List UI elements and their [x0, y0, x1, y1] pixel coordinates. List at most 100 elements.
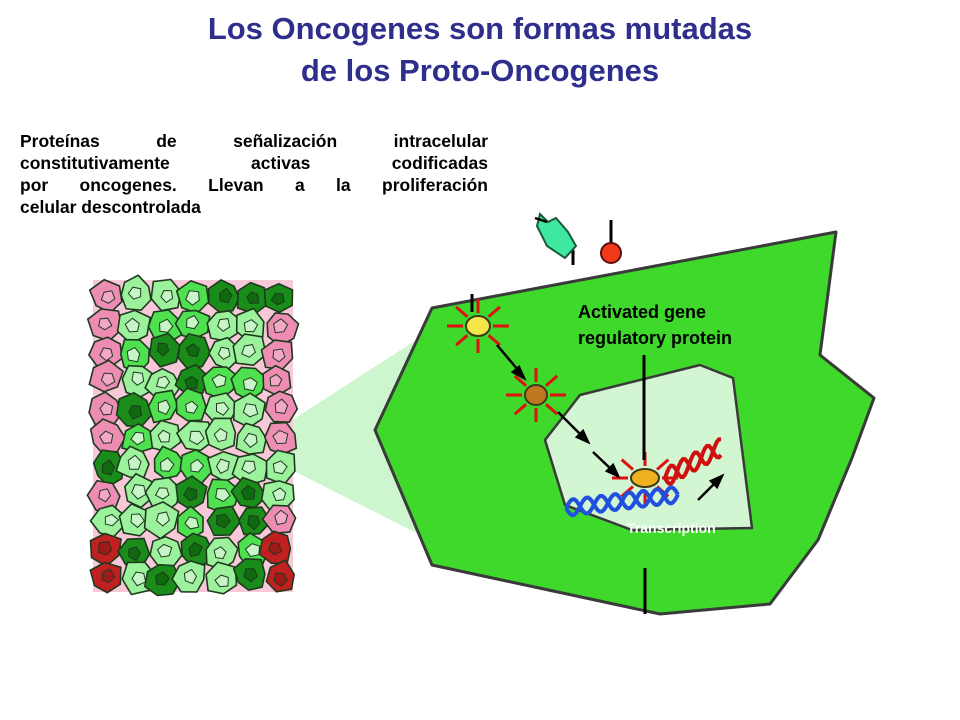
tissue-cell-nucleus — [124, 317, 140, 333]
tissue-cell-nucleus — [154, 487, 170, 500]
tissue-cell-nucleus — [189, 430, 205, 446]
signaling-protein-yellow — [447, 299, 509, 353]
tissue-cell-nucleus — [241, 344, 257, 358]
tissue-cell-nucleus — [130, 431, 145, 446]
arrowhead-4 — [708, 473, 725, 490]
protein-body — [630, 468, 660, 488]
tissue-cell-nucleus — [100, 290, 116, 304]
tissue-cell-nucleus — [185, 400, 199, 414]
signaling-protein-brown — [506, 368, 566, 422]
tissue-cell-nucleus — [99, 401, 114, 416]
tissue-cell-nucleus — [128, 546, 142, 562]
tissue-cell-nucleus — [131, 484, 147, 500]
tissue-cell-nucleus — [273, 572, 288, 588]
tissue-cell-nucleus — [156, 543, 173, 558]
protein-spike — [487, 305, 501, 318]
tissue-cell-nucleus — [243, 432, 258, 449]
tissue-cell-nucleus — [274, 398, 289, 414]
tissue-cell-nucleus — [155, 375, 171, 389]
dna-strand-red-b — [663, 437, 722, 480]
protein-spike — [487, 334, 501, 347]
description-text: Proteínas de señalización intracelular c… — [20, 130, 488, 218]
tissue-cell-nucleus — [98, 488, 112, 503]
description-line-3: por oncogenes. Llevan a la proliferación — [20, 175, 488, 195]
protein-body — [524, 384, 548, 406]
arrow-3 — [592, 451, 613, 471]
tissue-cell-nucleus — [247, 514, 261, 531]
title-line-1: Los Oncogenes son formas mutadas — [207, 11, 753, 46]
tissue-cell-nucleus — [183, 486, 198, 502]
dna-helix — [564, 437, 723, 518]
tissue-cell-nucleus — [157, 429, 171, 443]
activated-protein-label-line2: regulatory protein — [578, 328, 732, 348]
tissue-cell-nucleus — [214, 574, 229, 588]
tissue-cell-nucleus — [101, 568, 116, 584]
protein-spike — [620, 458, 634, 471]
tissue-cell-nucleus — [185, 343, 200, 358]
tissue-cell-nucleus — [127, 454, 142, 470]
tissue-cell-nucleus — [242, 377, 258, 392]
tissue-cell-nucleus — [128, 404, 143, 420]
protein-spike — [455, 334, 469, 347]
tissue-cell-nucleus — [243, 568, 259, 583]
tissue-cell-nucleus — [244, 543, 261, 558]
arrowhead-2 — [574, 428, 591, 445]
tissue-cell-nucleus — [131, 571, 147, 587]
tissue-cell-nucleus — [104, 513, 120, 527]
description-line-4: celular descontrolada — [20, 197, 201, 217]
tissue-cell-nucleus — [272, 348, 286, 363]
receptor-green — [534, 212, 578, 265]
arrowhead-1 — [510, 364, 527, 381]
tissue-cell-nucleus — [97, 541, 113, 556]
tissue-block — [86, 274, 300, 597]
tissue-cell-nucleus — [100, 372, 116, 387]
tissue-cell-nucleus — [246, 291, 260, 305]
tissue-cell-nucleus — [270, 293, 285, 306]
description-line-2: constitutivamente activas codificadas — [20, 153, 488, 173]
tissue-cell-nucleus — [155, 571, 170, 586]
tissue-cell-nucleus — [272, 487, 287, 502]
tissue-cell-nucleus — [160, 289, 174, 304]
arrow-2 — [557, 411, 583, 437]
tissue-cell-nucleus — [241, 460, 256, 475]
tissue-cell-nucleus — [272, 460, 288, 475]
dna-strand-red-a — [663, 443, 723, 486]
tissue-cell-nucleus — [215, 458, 230, 474]
description-line-1: Proteínas de señalización intracelular — [20, 131, 488, 151]
tissue-cell-nucleus — [184, 516, 200, 530]
tissue-cell-nucleus — [272, 429, 289, 445]
arrow-1 — [496, 344, 519, 371]
protein-spike — [544, 374, 559, 387]
tissue-cell-nucleus — [185, 290, 200, 306]
tissue-cell-nucleus — [215, 488, 231, 503]
tissue-cell-nucleus — [126, 346, 141, 363]
tissue-cell-nucleus — [159, 457, 175, 472]
tissue-cell-nucleus — [130, 513, 145, 529]
tissue-cell-nucleus — [183, 568, 198, 585]
protein-body — [465, 315, 491, 337]
tissue-cell-nucleus — [190, 458, 205, 473]
dna-strand-blue-b — [564, 487, 680, 516]
signal-arrows — [496, 344, 725, 501]
activated-protein-label-line1: Activated gene — [578, 302, 706, 322]
tissue-cell-nucleus — [268, 541, 283, 556]
tissue-cell-nucleus — [213, 427, 228, 443]
tissue-cell-nucleus — [99, 430, 114, 444]
tissue-cell-nucleus — [217, 346, 231, 360]
title-line-2: de los Proto-Oncogenes — [300, 53, 660, 88]
protein-spike — [513, 374, 528, 387]
tissue-cell-nucleus — [211, 373, 227, 388]
tissue-cell-nucleus — [216, 401, 230, 416]
tissue-cell-nucleus — [217, 318, 231, 332]
tissue-cell-nucleus — [242, 403, 259, 418]
protein-spike — [656, 458, 670, 471]
page-title: Los Oncogenes son formas mutadas de los … — [0, 8, 960, 92]
arrow-4 — [697, 481, 717, 501]
tissue-cell-nucleus — [99, 347, 114, 362]
protein-spike — [513, 403, 528, 416]
transcription-label: Transcription — [627, 520, 716, 536]
tissue-cell-nucleus — [157, 399, 171, 415]
arrowhead-3 — [604, 462, 621, 479]
tissue-cell-nucleus — [274, 509, 289, 526]
